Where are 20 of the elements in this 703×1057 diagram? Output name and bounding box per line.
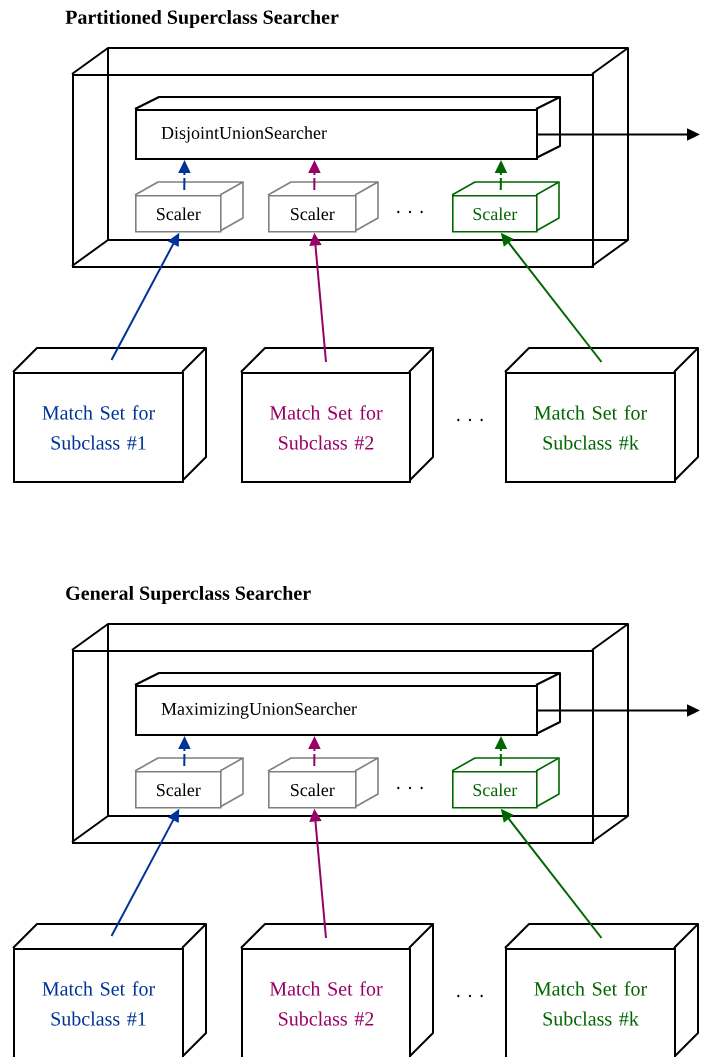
match-set-box: Match Set for Subclass #2	[240, 923, 434, 1057]
scaler-box: Scaler	[134, 181, 244, 233]
scaler-box: Scaler	[451, 181, 560, 233]
scaler-box: Scaler	[134, 757, 244, 809]
node-label: Partitioned Superclass Searcher	[65, 9, 339, 29]
match-set-box: Match Set for Subclass #k	[504, 923, 699, 1057]
union-searcher-box: MaximizingUnionSearcher	[134, 672, 561, 736]
ellipsis-dots: . . .	[457, 418, 483, 422]
union-searcher-box: DisjointUnionSearcher	[134, 96, 561, 160]
scaler-box: Scaler	[451, 757, 560, 809]
ellipsis-dots: . . .	[397, 786, 423, 790]
match-set-box: Match Set for Subclass #k	[504, 347, 699, 483]
scaler-box: Scaler	[267, 181, 379, 233]
ellipsis-dots: . . .	[457, 994, 483, 998]
match-set-box: Match Set for Subclass #1	[12, 347, 207, 483]
match-set-box: Match Set for Subclass #1	[12, 923, 207, 1057]
scaler-box: Scaler	[267, 757, 379, 809]
ellipsis-dots: . . .	[397, 210, 423, 214]
match-set-box: Match Set for Subclass #2	[240, 347, 434, 483]
node-label: General Superclass Searcher	[66, 585, 311, 605]
